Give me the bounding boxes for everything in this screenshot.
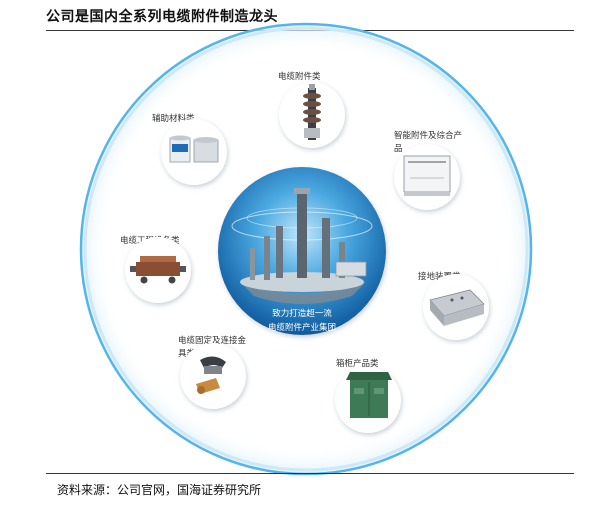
category-cabinet-products: 箱柜产品类 [335, 358, 401, 433]
monitoring-cabinet-icon [403, 155, 451, 196]
category-label-line1: 智能附件及综合产 [394, 130, 462, 141]
hub-line2: 电缆附件产业集团 [268, 322, 336, 333]
page-title: 公司是国内全系列电缆附件制造龙头 [46, 9, 278, 25]
grounding-box-icon [429, 289, 485, 326]
category-engineering-equipment: 电缆工程设备类 [120, 235, 191, 303]
material-cans-icon [169, 135, 219, 163]
cable-pusher-icon [130, 256, 186, 284]
hub-line1: 致力打造超一流 [272, 308, 332, 319]
category-label: 电缆附件类 [278, 71, 321, 82]
category-label: 箱柜产品类 [336, 358, 379, 369]
category-fixing-fittings: 电缆固定及连接金 具类 [178, 335, 247, 409]
insulator-termination-icon [303, 84, 321, 140]
footer-divider [46, 473, 574, 474]
center-hub: 致力打造超一流 电缆附件产业集团 [218, 167, 386, 335]
category-label-line2: 具类 [178, 348, 196, 359]
category-cable-accessories: 电缆附件类 [278, 71, 345, 148]
source-note: 资料来源：公司官网，国海证券研究所 [57, 483, 262, 497]
category-label-line2: 品 [394, 144, 403, 154]
category-label: 接地装置类 [418, 271, 461, 282]
category-grounding-devices: 接地装置类 [418, 271, 489, 340]
cable-clamp-icon [196, 356, 226, 394]
green-cabinet-icon [346, 372, 392, 418]
category-smart-accessories: 智能附件及综合产 品 [394, 130, 462, 210]
category-auxiliary-materials: 辅助材料类 [152, 113, 227, 185]
category-label-line1: 电缆固定及连接金 [178, 335, 247, 346]
category-label: 辅助材料类 [152, 113, 195, 124]
hub-insulators-illustration [250, 188, 367, 280]
